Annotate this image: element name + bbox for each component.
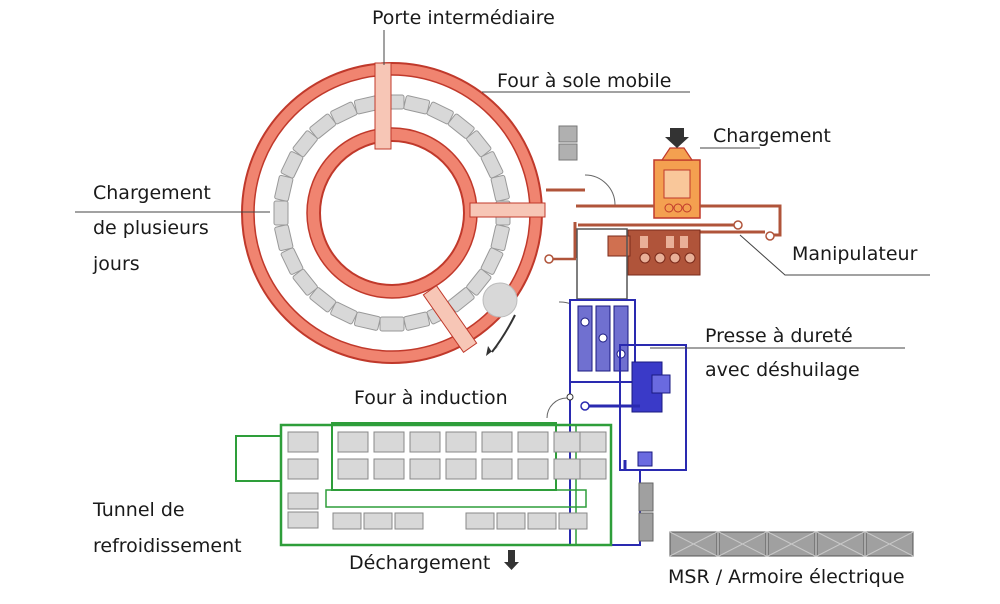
- tunnel-tray: [579, 431, 607, 453]
- tunnel-tray: [373, 431, 405, 453]
- furnace-tray: [280, 247, 304, 275]
- furnace-tray: [280, 151, 304, 179]
- furnace-tray: [403, 95, 431, 115]
- furnace-trays: [273, 94, 511, 332]
- cooling-tunnel: [235, 397, 613, 547]
- label-refroidissement: refroidissement: [93, 535, 242, 557]
- furnace-tray: [292, 130, 318, 158]
- furnace-tray: [426, 101, 454, 125]
- furnace-tray: [466, 268, 492, 296]
- furnace-tray: [273, 200, 289, 226]
- tunnel-tray: [409, 458, 441, 480]
- furnace-tray: [330, 301, 358, 325]
- furnace-tray: [480, 151, 504, 179]
- leader-lines: [75, 30, 930, 349]
- label-four-sole-mobile: Four à sole mobile: [497, 70, 672, 92]
- label-tunnel-de: Tunnel de: [93, 499, 185, 521]
- tunnel-tray: [496, 512, 526, 530]
- tunnel-tray: [517, 458, 549, 480]
- tunnel-tray: [287, 431, 319, 453]
- tunnel-tray: [527, 512, 557, 530]
- furnace-tray: [490, 174, 510, 202]
- tunnel-tray: [332, 512, 362, 530]
- furnace-tray: [330, 101, 358, 125]
- label-msr-armoire: MSR / Armoire électrique: [668, 566, 905, 588]
- label-four-induction: Four à induction: [354, 387, 508, 409]
- label-dechargement: Déchargement: [349, 552, 491, 574]
- tunnel-tray: [337, 431, 369, 453]
- loader-station: [584, 128, 701, 219]
- furnace-tray: [403, 311, 431, 331]
- tunnel-tray: [558, 512, 588, 530]
- furnace-tray: [292, 268, 318, 296]
- rotation-arrow: [491, 314, 516, 353]
- label-chargement: Chargement: [713, 125, 831, 147]
- label-jours: jours: [93, 253, 140, 275]
- tunnel-tray: [517, 431, 549, 453]
- gray-block: [638, 482, 654, 512]
- furnace-tray: [490, 224, 510, 252]
- tunnel-tray: [481, 458, 513, 480]
- tunnel-tray: [373, 458, 405, 480]
- rotation-marker: [482, 282, 518, 318]
- gray-block: [558, 125, 578, 143]
- label-de-plusieurs: de plusieurs: [93, 217, 209, 239]
- loading-arrow-icon: [665, 128, 689, 148]
- press-area: [558, 228, 687, 546]
- label-manipulateur: Manipulateur: [792, 243, 918, 265]
- label-chargement-plusieurs: Chargement: [93, 182, 211, 204]
- tunnel-tray: [337, 458, 369, 480]
- tunnel-tray: [481, 431, 513, 453]
- tunnel-trays: [287, 431, 607, 530]
- loading-door: [469, 202, 546, 218]
- tunnel-tray: [363, 512, 393, 530]
- tunnel-tray: [287, 492, 319, 510]
- tunnel-tray: [287, 458, 319, 480]
- tunnel-tray: [409, 431, 441, 453]
- manipulator: [544, 188, 782, 276]
- tunnel-tray: [394, 512, 424, 530]
- label-presse: Presse à dureté: [705, 325, 853, 347]
- rotary-hearth-furnace: [241, 62, 546, 364]
- tunnel-tray: [465, 512, 495, 530]
- unloading-door: [422, 285, 478, 353]
- gray-block: [558, 143, 578, 161]
- intermediate-door: [374, 62, 392, 150]
- label-deshuilage: avec déshuilage: [705, 359, 860, 381]
- furnace-tray: [447, 113, 475, 139]
- gray-block: [638, 512, 654, 542]
- furnace-tray: [309, 113, 337, 139]
- furnace-tray: [309, 287, 337, 313]
- furnace-tray: [274, 174, 294, 202]
- furnace-tray: [353, 311, 381, 331]
- tunnel-tray: [445, 431, 477, 453]
- msr-cabinet: [669, 531, 914, 557]
- tunnel-tray: [445, 458, 477, 480]
- furnace-tray: [466, 130, 492, 158]
- tunnel-tray: [287, 511, 319, 529]
- furnace-tray: [379, 316, 405, 332]
- furnace-tray: [274, 224, 294, 252]
- tunnel-tray: [579, 458, 607, 480]
- furnace-tray: [480, 247, 504, 275]
- unloading-arrow-icon: [504, 550, 519, 570]
- label-porte-intermediaire: Porte intermédiaire: [372, 7, 555, 29]
